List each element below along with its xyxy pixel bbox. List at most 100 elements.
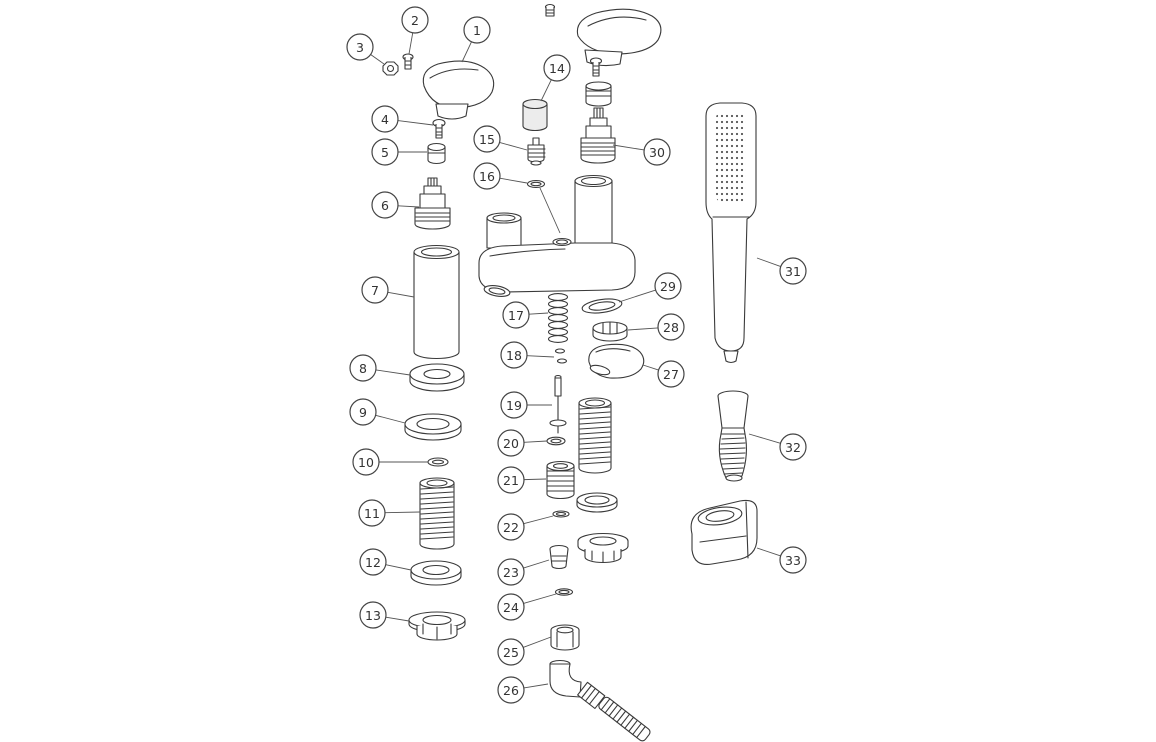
leader-line-7 bbox=[387, 291, 415, 298]
callout-circle-31 bbox=[779, 257, 807, 285]
callout-circle-21 bbox=[497, 466, 525, 494]
right-fixing-screw bbox=[589, 57, 603, 77]
part-33-wall-bracket bbox=[690, 499, 758, 565]
callout-number-9: 9 bbox=[359, 405, 367, 420]
callout-circle-28 bbox=[657, 313, 685, 341]
part-21-diverter-piston bbox=[546, 460, 575, 500]
callout-number-26: 26 bbox=[503, 683, 519, 698]
part-31-shower-handset bbox=[705, 102, 757, 364]
callout-26: 26 bbox=[497, 676, 525, 704]
leader-line-14 bbox=[540, 79, 552, 102]
diverter-threaded-tube bbox=[578, 397, 612, 474]
spray-face bbox=[716, 112, 746, 202]
part-25-hex-nut bbox=[550, 624, 580, 651]
leader-line-21 bbox=[523, 478, 547, 481]
callout-circle-11 bbox=[358, 499, 386, 527]
callout-12: 12 bbox=[359, 548, 387, 576]
leader-line-25 bbox=[523, 636, 552, 648]
callout-circle-16 bbox=[473, 162, 501, 190]
callout-number-6: 6 bbox=[381, 198, 389, 213]
callout-number-10: 10 bbox=[358, 455, 374, 470]
part-13-backnut bbox=[408, 611, 466, 641]
leader-line-12 bbox=[385, 564, 412, 571]
callout-25: 25 bbox=[497, 638, 525, 666]
callout-16: 16 bbox=[473, 162, 501, 190]
callout-20: 20 bbox=[497, 429, 525, 457]
callout-24: 24 bbox=[497, 593, 525, 621]
part-9-seal-washer bbox=[404, 413, 462, 441]
part-26-elbow-hose bbox=[549, 659, 651, 742]
callout-circle-19 bbox=[500, 391, 528, 419]
leader-line-11 bbox=[384, 511, 421, 514]
callout-number-23: 23 bbox=[503, 565, 519, 580]
part-29-trim-ring bbox=[581, 298, 623, 314]
part-12-rubber-washer bbox=[410, 560, 462, 586]
callout-circle-26 bbox=[497, 676, 525, 704]
part-18-o-rings bbox=[554, 348, 568, 364]
callout-number-15: 15 bbox=[479, 132, 495, 147]
part-28-flow-straightener bbox=[592, 321, 628, 342]
leader-line-6 bbox=[397, 205, 420, 208]
leader-line-23 bbox=[523, 559, 550, 569]
leader-line-17 bbox=[528, 312, 549, 315]
part-5-cap bbox=[427, 142, 446, 165]
callout-number-8: 8 bbox=[359, 361, 367, 376]
callout-11: 11 bbox=[358, 499, 386, 527]
callout-14: 14 bbox=[543, 54, 571, 82]
callout-number-7: 7 bbox=[371, 283, 379, 298]
callout-18: 18 bbox=[500, 341, 528, 369]
main-body bbox=[478, 174, 636, 297]
callout-number-30: 30 bbox=[649, 145, 665, 160]
callout-number-20: 20 bbox=[503, 436, 519, 451]
callout-17: 17 bbox=[502, 301, 530, 329]
callout-1: 1 bbox=[463, 16, 491, 44]
callout-number-13: 13 bbox=[365, 608, 381, 623]
leader-line-15 bbox=[499, 142, 528, 151]
leader-line-9 bbox=[375, 414, 406, 424]
leader-line-32 bbox=[748, 433, 781, 444]
part-19-diverter-rod bbox=[549, 374, 567, 434]
callout-number-32: 32 bbox=[785, 440, 801, 455]
right-handle-screw bbox=[544, 3, 556, 17]
callout-number-11: 11 bbox=[364, 506, 380, 521]
leader-line-29 bbox=[618, 289, 656, 303]
part-17-spring bbox=[547, 293, 569, 343]
callout-circle-30 bbox=[643, 138, 671, 166]
callout-number-3: 3 bbox=[356, 40, 364, 55]
leader-line-33 bbox=[756, 547, 781, 557]
callout-circle-5 bbox=[371, 138, 399, 166]
callout-27: 27 bbox=[657, 360, 685, 388]
callout-circle-14 bbox=[543, 54, 571, 82]
part-8-base-washer bbox=[409, 363, 465, 392]
callout-31: 31 bbox=[779, 257, 807, 285]
callout-29: 29 bbox=[654, 272, 682, 300]
callout-15: 15 bbox=[473, 125, 501, 153]
part-20-o-ring bbox=[546, 436, 566, 446]
leader-line-2 bbox=[408, 32, 414, 55]
callout-5: 5 bbox=[371, 138, 399, 166]
callout-9: 9 bbox=[349, 398, 377, 426]
callout-28: 28 bbox=[657, 313, 685, 341]
callout-number-18: 18 bbox=[506, 348, 522, 363]
callout-circle-27 bbox=[657, 360, 685, 388]
callout-circle-1 bbox=[463, 16, 491, 44]
callout-23: 23 bbox=[497, 558, 525, 586]
callout-circle-22 bbox=[497, 513, 525, 541]
part-11-threaded-inlet bbox=[419, 477, 455, 550]
callout-22: 22 bbox=[497, 513, 525, 541]
part-30-cartridge bbox=[580, 107, 616, 164]
diverter-washer bbox=[576, 492, 618, 513]
callout-number-29: 29 bbox=[660, 279, 676, 294]
callout-circle-17 bbox=[502, 301, 530, 329]
callout-circle-24 bbox=[497, 593, 525, 621]
callout-number-28: 28 bbox=[663, 320, 679, 335]
part-23-gland-assembly bbox=[549, 532, 629, 570]
callout-circle-20 bbox=[497, 429, 525, 457]
leader-line-13 bbox=[385, 616, 410, 622]
callout-number-27: 27 bbox=[663, 367, 679, 382]
callout-circle-4 bbox=[371, 105, 399, 133]
right-cartridge-cap bbox=[585, 81, 612, 107]
callout-circle-6 bbox=[371, 191, 399, 219]
callout-circle-25 bbox=[497, 638, 525, 666]
